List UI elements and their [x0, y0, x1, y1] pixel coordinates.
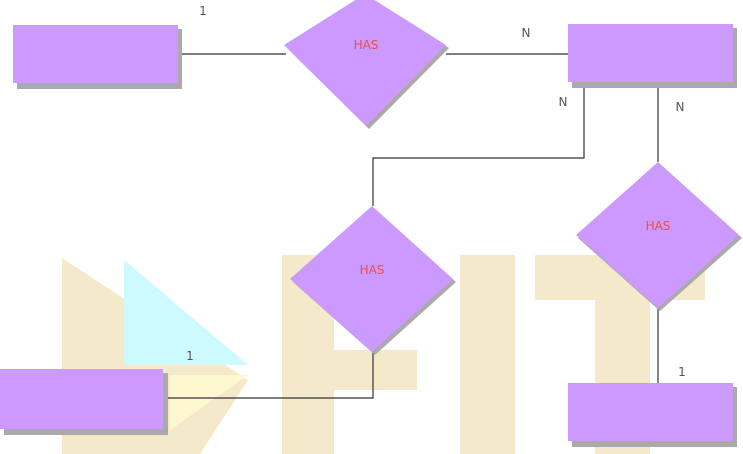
connector-has2-to-bottom-left-entity [162, 352, 374, 399]
relationship-label: HAS [646, 219, 671, 233]
entity-box[interactable] [13, 25, 178, 83]
cardinality-label: 1 [186, 349, 194, 363]
cardinality-label: N [676, 100, 685, 114]
cardinality-label: N [522, 26, 531, 40]
connector-right-entity-to-has2 [372, 82, 585, 206]
relationship-has-middle[interactable]: HAS [290, 206, 456, 355]
relationship-diamond[interactable] [284, 0, 446, 126]
entity-bottom-left[interactable] [0, 369, 168, 435]
entity-top-left[interactable] [13, 25, 182, 89]
relationship-diamond[interactable] [290, 206, 453, 352]
cardinality-label: 1 [678, 365, 686, 379]
relationship-has-top[interactable]: HAS [284, 0, 449, 129]
entity-box[interactable] [0, 369, 163, 429]
entity-top-right[interactable] [568, 24, 737, 88]
relationship-diamond[interactable] [576, 162, 739, 308]
cardinality-label: N [559, 95, 568, 109]
relationship-has-right[interactable]: HAS [576, 162, 742, 311]
watermark-i-stem [460, 255, 515, 454]
entity-bottom-right[interactable] [568, 383, 737, 447]
watermark-f-bar [282, 350, 417, 390]
connectors [162, 53, 659, 399]
watermark-triangle-cyan [124, 260, 248, 365]
relationship-label: HAS [354, 38, 379, 52]
cardinality-labels: 1 N N N 1 1 [186, 4, 686, 379]
relationship-label: HAS [360, 263, 385, 277]
cardinality-label: 1 [199, 4, 207, 18]
entity-box[interactable] [568, 383, 733, 441]
watermark-triangle-yellow [170, 375, 248, 430]
entity-box[interactable] [568, 24, 733, 82]
